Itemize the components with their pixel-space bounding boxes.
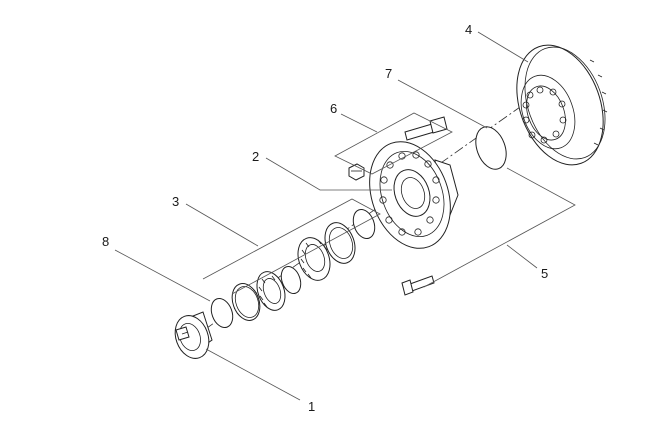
callout-7: 7 [385, 66, 392, 81]
callout-4: 4 [465, 22, 472, 37]
hub-bolt [401, 275, 435, 296]
wheel-hub [369, 141, 459, 249]
bearing-set [210, 208, 376, 329]
seal-ring-7 [475, 126, 507, 170]
brake-disc [516, 44, 608, 166]
leader-lines [114, 31, 576, 401]
callout-2: 2 [252, 149, 259, 164]
callout-1: 1 [308, 399, 315, 414]
center-axis [189, 99, 531, 341]
callout-5: 5 [541, 266, 548, 281]
callout-8: 8 [102, 234, 109, 249]
callout-3: 3 [172, 194, 179, 209]
hub-cap-sensor [174, 311, 213, 359]
callout-6: 6 [330, 101, 337, 116]
